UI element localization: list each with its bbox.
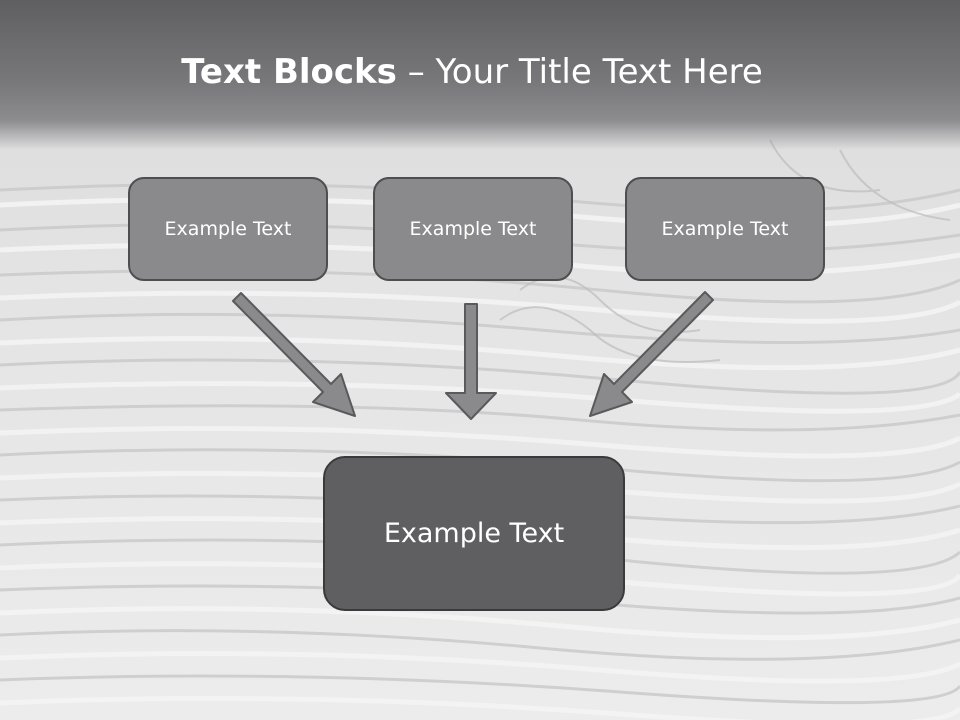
title-bold-part: Text Blocks bbox=[181, 52, 397, 92]
top-text-block-1-label: Example Text bbox=[164, 218, 292, 240]
top-text-block-2-label: Example Text bbox=[409, 218, 537, 240]
bottom-text-block: Example Text bbox=[323, 456, 625, 611]
top-text-block-3: Example Text bbox=[625, 177, 825, 281]
header-band bbox=[0, 0, 960, 150]
title-rest: Your Title Text Here bbox=[435, 52, 763, 92]
title-dash: – bbox=[396, 52, 436, 92]
bottom-text-block-label: Example Text bbox=[383, 518, 565, 549]
top-text-block-3-label: Example Text bbox=[661, 218, 789, 240]
top-text-block-1: Example Text bbox=[128, 177, 328, 281]
slide-title: Text Blocks – Your Title Text Here bbox=[0, 52, 944, 92]
top-text-block-2: Example Text bbox=[373, 177, 573, 281]
